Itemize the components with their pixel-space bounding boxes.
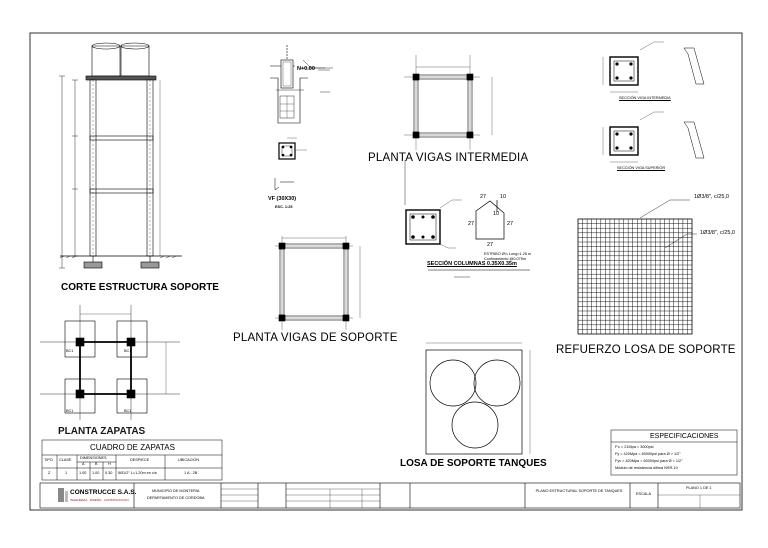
level-n000: N+0.00 xyxy=(297,66,315,72)
losa-tanques-title: LOSA DE SOPORTE TANQUES xyxy=(400,458,547,469)
especificaciones-box xyxy=(610,429,738,476)
corte-estructura xyxy=(59,42,182,269)
zapata-label: BC1 xyxy=(66,349,74,353)
table-cell: 0.30 xyxy=(105,471,113,475)
estribo-col-label: ESTRIBO Ø¼ Long=1.26 m xyxy=(484,252,532,256)
dim-label: 10 xyxy=(500,194,507,200)
zapata-label: BC1 xyxy=(66,409,74,413)
refuerzo-losa-title: REFUERZO LOSA DE SOPORTE xyxy=(556,344,736,356)
table-subheader: B xyxy=(95,462,98,466)
company-subtitle: INGENIERIA · DISEÑO · CONSTRUCCION xyxy=(70,498,129,502)
vf-detail xyxy=(270,45,333,191)
cuadro-zapatas-table xyxy=(41,439,223,481)
seccion-viga-superior-title: SECCIÓN VIGA SUPERIOR xyxy=(617,166,666,170)
dim-label: 27 xyxy=(480,194,487,200)
table-cell: Z xyxy=(48,471,51,475)
refuerzo-losa-grid xyxy=(577,218,693,335)
planta-vigas-intermedia xyxy=(404,55,493,205)
planta-zapatas-title: PLANTA ZAPATAS xyxy=(58,426,146,437)
table-cell: 5Ø1/2" L=1.20m en c/s xyxy=(118,471,157,475)
table-header: TIPO xyxy=(44,458,53,462)
corte-title: CORTE ESTRUCTURA SOPORTE xyxy=(61,282,219,293)
table-subheader: H xyxy=(108,462,111,466)
planta-vigas-soporte xyxy=(275,236,361,330)
municipio: MUNICIPIO DE MONTERIA xyxy=(152,489,200,493)
refuerzo-leaders xyxy=(639,199,697,249)
dim-label: 27 xyxy=(487,242,494,248)
losa-soporte-tanques xyxy=(425,342,531,455)
cuadro-zapatas-title: CUADRO DE ZAPATAS xyxy=(90,443,175,452)
table-header: CLASE xyxy=(59,458,72,462)
table-cell: 1 xyxy=(65,471,68,475)
vf-title: VF (30X30) xyxy=(268,196,297,202)
company-name: CONSTRUCCE S.A.S. xyxy=(70,489,137,496)
dim-label: 27 xyxy=(468,221,475,227)
planta-vigas-soporte-title: PLANTA VIGAS DE SOPORTE xyxy=(233,332,398,344)
sheet-frame xyxy=(29,32,743,511)
zapata-label: BC1 xyxy=(124,409,132,413)
escala-label: ESCALA xyxy=(636,492,651,496)
refuerzo-label-1: 1Ø3/8", c/25,0 xyxy=(694,194,729,200)
dim-label: 27 xyxy=(507,221,514,227)
especificacion-line: F'c = 21Mpa = 3000psi xyxy=(615,445,654,449)
table-cell: 1.00 xyxy=(92,471,100,475)
seccion-viga-intermedia-title: SECCIÓN VIGA INTERMEDIA xyxy=(619,96,671,100)
table-header: DIMENSIONES xyxy=(80,456,107,460)
table-cell: 1.00 xyxy=(79,471,87,475)
seccion-vigas xyxy=(602,41,705,163)
especificacion-line: Módulo de resistencia última NSR-10 xyxy=(615,466,678,470)
table-header: DESPIECE xyxy=(130,458,150,462)
departamento: DEPARTAMENTO DE CORDOBA xyxy=(147,496,205,500)
vf-scale: ESC. 1:25 xyxy=(275,205,293,209)
title-block xyxy=(39,482,741,509)
especificacion-line: Fy = 420Mpa = 60000psi para Ø > 1/2" xyxy=(615,452,681,456)
especificaciones-title: ESPECIFICACIONES xyxy=(650,433,719,440)
dim-label: 10 xyxy=(493,211,500,217)
plano-number: PLANO 1 DE 1 xyxy=(686,486,712,490)
seccion-columnas xyxy=(405,199,530,278)
especificacion-line: Fyv = 420Mpa = 60000psi para Ø < 1/2" xyxy=(615,459,683,463)
planta-vigas-intermedia-title: PLANTA VIGAS INTERMEDIA xyxy=(368,152,529,164)
table-subheader: A xyxy=(82,462,85,466)
table-header: UBICACION xyxy=(178,458,200,462)
planta-zapatas xyxy=(40,305,180,420)
seccion-columnas-title: SECCIÓN COLUMNAS 0.35X0.35m xyxy=(427,261,517,267)
zapata-label: BC1 xyxy=(124,349,132,353)
plan-title: PLANO ESTRUCTURAL SOPORTE DE TANQUES xyxy=(535,489,623,493)
table-cell: 1 A - 2B xyxy=(184,471,198,475)
estribo-col-label-2: Confinamiento @0.075m xyxy=(484,257,527,261)
refuerzo-label-2: 1Ø3/8", c/25,0 xyxy=(700,230,735,236)
